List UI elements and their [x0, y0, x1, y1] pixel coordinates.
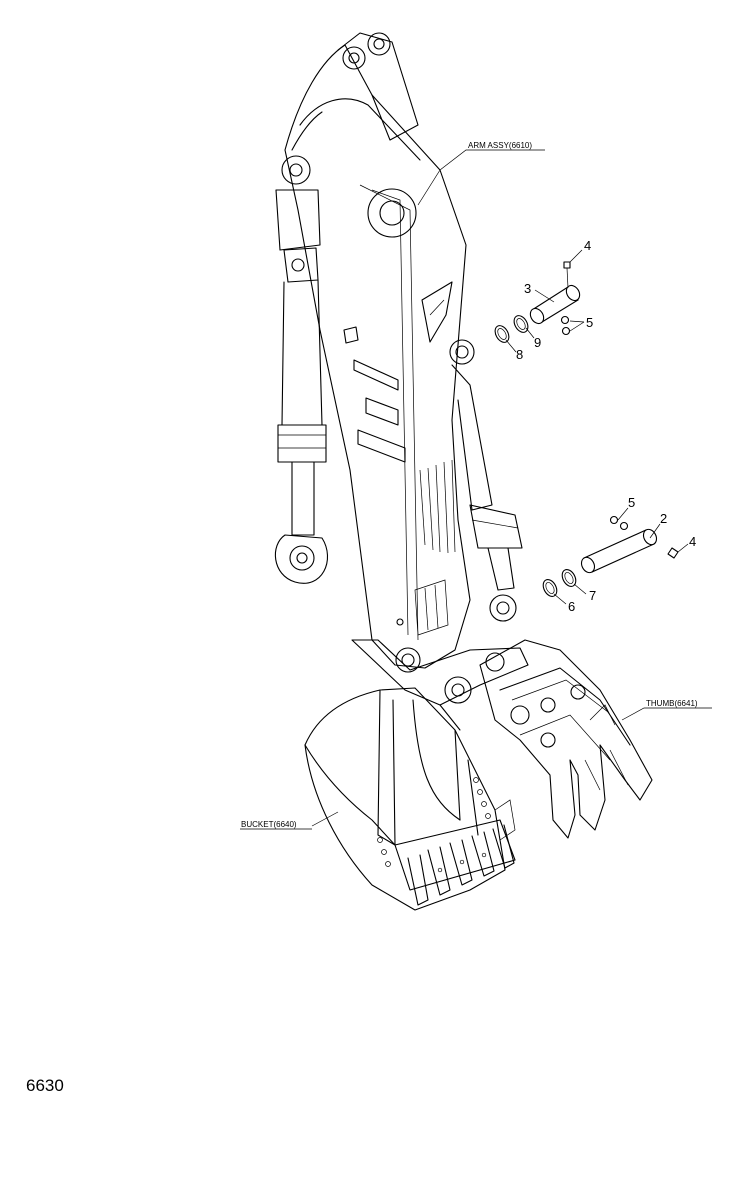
thumb-cylinder-drawing — [451, 364, 523, 622]
callout-7[interactable]: 7 — [589, 588, 596, 603]
callout-9[interactable]: 9 — [534, 335, 541, 350]
callout-3[interactable]: 3 — [524, 281, 531, 296]
arm-assembly-drawing — [284, 32, 475, 673]
thumb-label[interactable]: THUMB(6641) — [646, 699, 698, 708]
bucket-cylinder-drawing — [274, 155, 328, 584]
page-code: 6630 — [26, 1076, 64, 1095]
upper-pin-drawing — [494, 261, 581, 343]
callout-5-bottom[interactable]: 5 — [628, 495, 635, 510]
linkage-drawing — [351, 639, 529, 731]
arm-assy-label[interactable]: ARM ASSY(6610) — [468, 141, 532, 150]
callout-8[interactable]: 8 — [516, 347, 523, 362]
callout-6[interactable]: 6 — [568, 599, 575, 614]
thumb-drawing — [479, 639, 653, 839]
leader-lines — [240, 149, 712, 830]
callout-4-bottom[interactable]: 4 — [689, 534, 696, 549]
callout-5-top[interactable]: 5 — [586, 315, 593, 330]
callout-2[interactable]: 2 — [660, 511, 667, 526]
bucket-drawing — [304, 687, 516, 911]
callout-4-top[interactable]: 4 — [584, 238, 591, 253]
bucket-label[interactable]: BUCKET(6640) — [241, 820, 297, 829]
lower-pin-drawing — [542, 515, 679, 597]
